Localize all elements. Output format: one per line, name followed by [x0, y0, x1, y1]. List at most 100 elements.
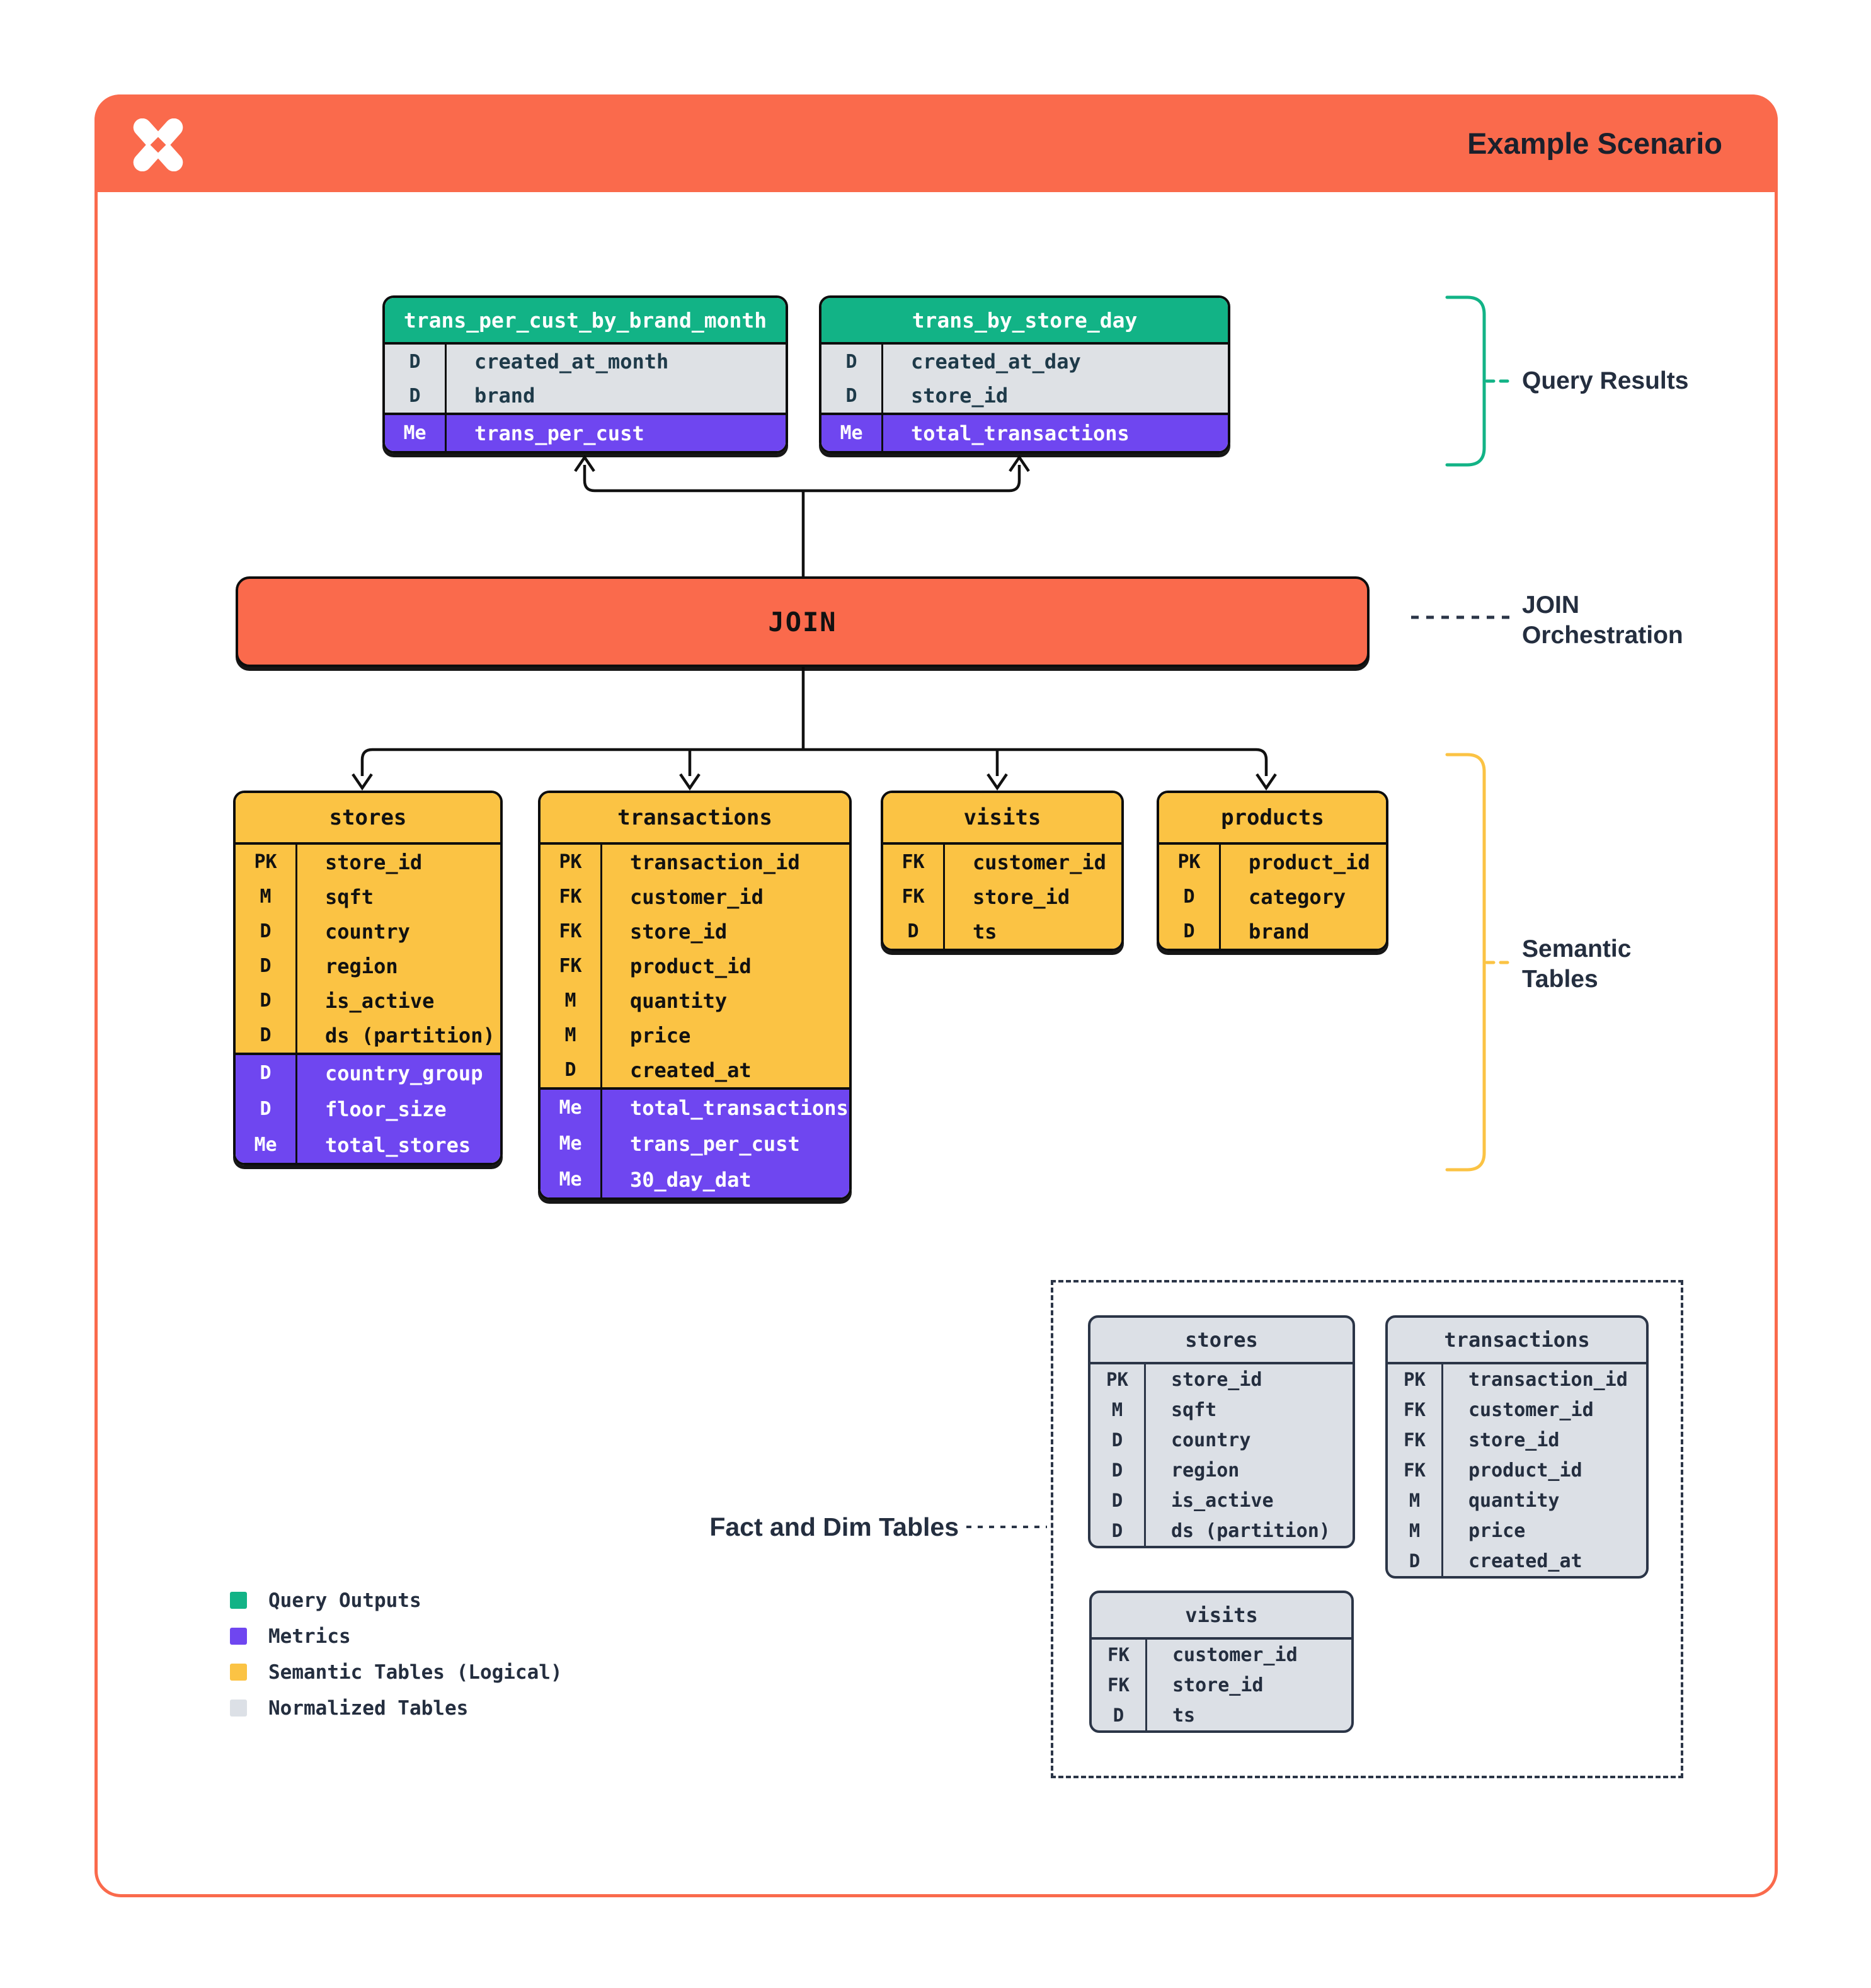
row-key: PK: [541, 845, 602, 879]
row-field: store_id: [1468, 1429, 1560, 1451]
row-key: D: [821, 379, 883, 413]
row-key: M: [541, 983, 602, 1018]
table-row: Me trans_per_cust: [385, 415, 786, 451]
table-row: PK product_id: [1159, 845, 1386, 879]
annotation-fact-dim-tables: Fact and Dim Tables: [709, 1512, 959, 1541]
legend-swatch: [230, 1700, 247, 1717]
legend-item: Metrics: [230, 1618, 563, 1654]
row-key: D: [1090, 1516, 1146, 1546]
row-field: trans_per_cust: [630, 1131, 800, 1156]
row-key: PK: [1090, 1364, 1146, 1395]
table-title: visits: [1092, 1593, 1351, 1640]
table-title: trans_by_store_day: [821, 298, 1228, 345]
table-title: stores: [1090, 1318, 1353, 1364]
row-field: country: [1171, 1429, 1251, 1451]
join-orchestration-bar: JOIN: [236, 576, 1370, 667]
row-field: customer_id: [973, 850, 1106, 874]
row-key: PK: [1159, 845, 1221, 879]
table-title: stores: [236, 793, 500, 845]
row-field: brand: [1249, 919, 1310, 944]
row-field: 30_day_dat: [630, 1167, 752, 1192]
row-field: is_active: [325, 988, 435, 1013]
table-row: Me total_transactions: [821, 415, 1228, 451]
row-field: region: [325, 954, 398, 978]
legend-label: Semantic Tables (Logical): [268, 1660, 563, 1684]
row-key: Me: [236, 1127, 297, 1163]
row-field: ts: [1172, 1704, 1196, 1727]
row-field: quantity: [630, 988, 728, 1013]
row-key: M: [1388, 1516, 1443, 1546]
table-title: transactions: [1388, 1318, 1646, 1364]
row-field: price: [630, 1023, 691, 1048]
row-key: D: [385, 345, 447, 379]
row-key: D: [1090, 1455, 1146, 1485]
row-key: D: [236, 1091, 297, 1127]
row-key: Me: [385, 415, 447, 451]
row-key: D: [236, 1055, 297, 1091]
row-field: total_transactions: [630, 1095, 849, 1120]
row-field: product_id: [1249, 850, 1370, 874]
row-field: created_at_day: [911, 350, 1081, 374]
row-key: Me: [821, 415, 883, 451]
row-key: PK: [236, 845, 297, 879]
annotation-join-orchestration: JOIN Orchestration: [1522, 591, 1683, 649]
row-key: FK: [541, 914, 602, 949]
legend-swatch: [230, 1592, 247, 1609]
row-field: created_at: [1468, 1550, 1582, 1572]
row-field: sqft: [325, 884, 374, 909]
row-field: transaction_id: [1468, 1368, 1628, 1391]
row-key: M: [1388, 1485, 1443, 1516]
table-title: visits: [883, 793, 1121, 845]
row-field: total_stores: [325, 1133, 471, 1157]
row-field: store_id: [325, 850, 423, 874]
row-key: FK: [541, 949, 602, 983]
legend-label: Normalized Tables: [268, 1696, 469, 1720]
row-field: category: [1249, 884, 1346, 909]
row-field: product_id: [1468, 1459, 1582, 1482]
row-field: total_transactions: [911, 421, 1130, 445]
row-key: D: [1159, 914, 1221, 949]
metric-rows: Me trans_per_cust: [385, 413, 786, 451]
table-title: trans_per_cust_by_brand_month: [385, 298, 786, 345]
row-field: trans_per_cust: [474, 421, 644, 445]
row-key: FK: [883, 879, 945, 914]
row-field: created_at_month: [474, 350, 669, 374]
row-key: D: [1159, 879, 1221, 914]
